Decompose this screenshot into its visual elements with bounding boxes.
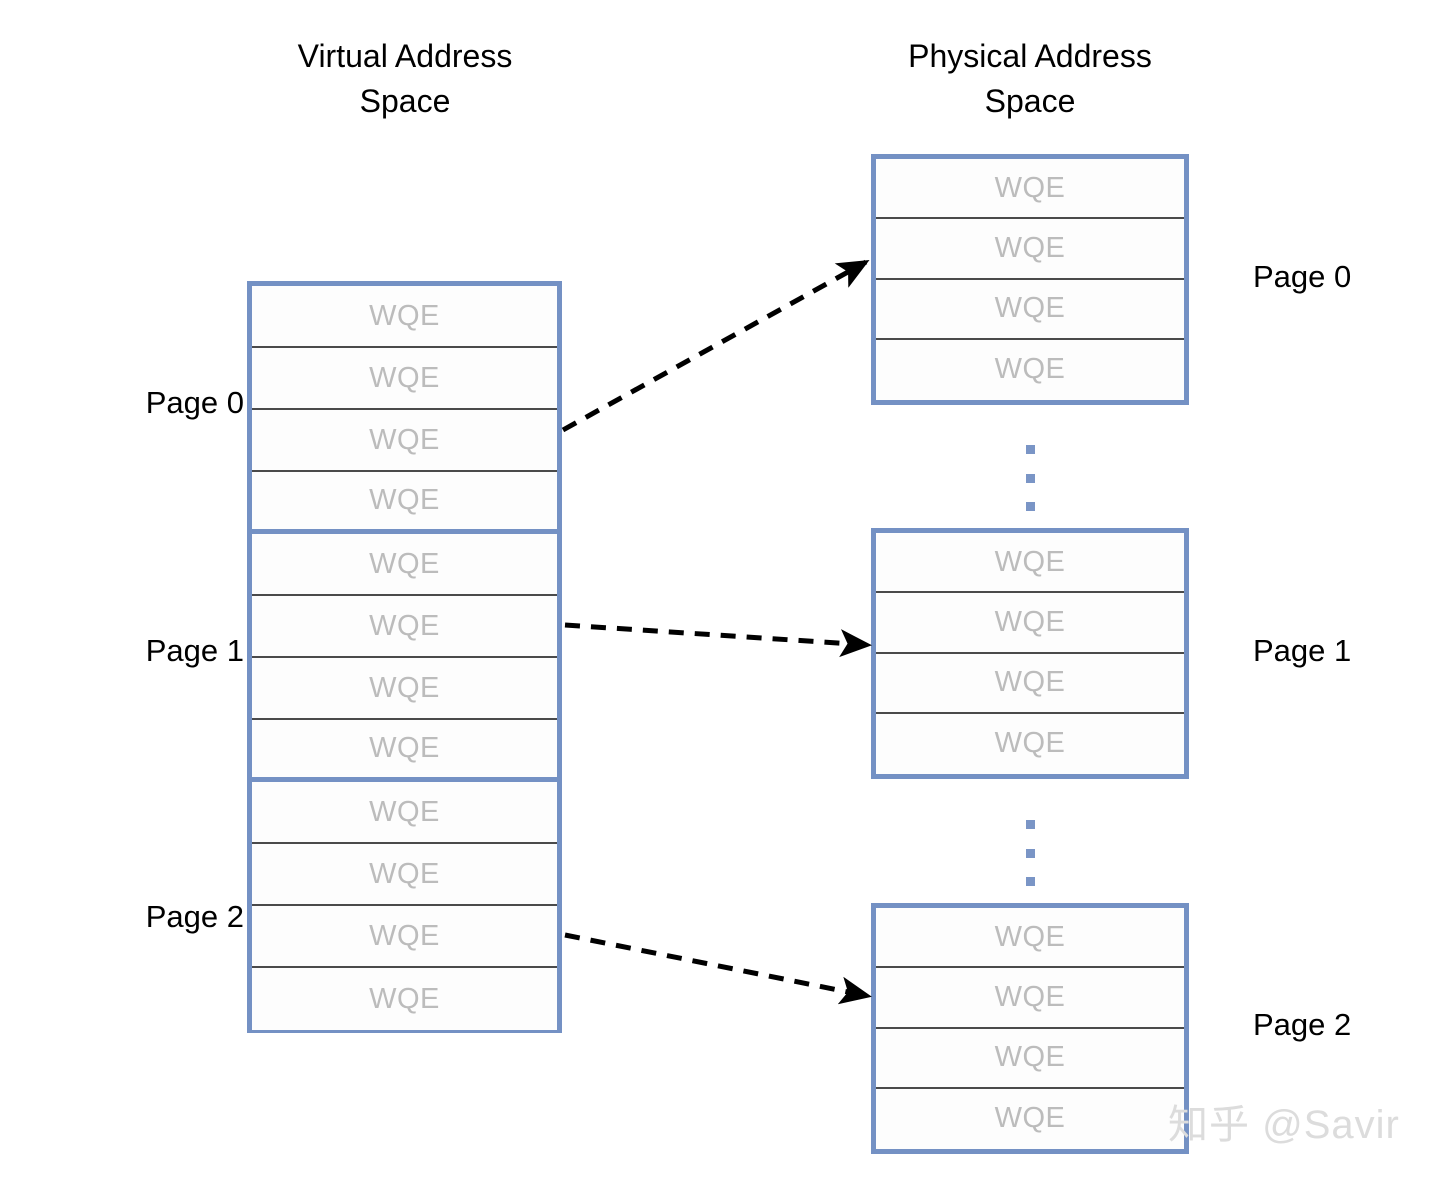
wqe-label: WQE [369, 982, 440, 1015]
virtual-entry-row: WQE [252, 968, 557, 1030]
wqe-label: WQE [369, 299, 440, 332]
ellipsis-dot [1025, 502, 1035, 511]
physical-entry-row: WQE [876, 1028, 1184, 1089]
physical-page-label-1: Page 1 [1253, 633, 1352, 668]
physical-entry-row: WQE [876, 653, 1184, 714]
virtual-entry-row: WQE [252, 410, 557, 472]
physical-page-block-0: WQE WQE WQE WQE [871, 154, 1189, 405]
wqe-label: WQE [994, 171, 1066, 204]
physical-entry-row: WQE [876, 593, 1184, 654]
virtual-entry-row: WQE [252, 286, 557, 348]
physical-page-label-0: Page 0 [1253, 259, 1352, 294]
physical-entry-row: WQE [876, 279, 1184, 340]
wqe-label: WQE [994, 353, 1066, 386]
wqe-label: WQE [994, 1041, 1066, 1074]
virtual-address-space-block: WQE WQE WQE WQE WQE WQE WQE WQE WQE WQE [247, 281, 562, 1033]
wqe-label: WQE [369, 484, 440, 516]
virtual-entry-row: WQE [252, 348, 557, 410]
physical-entry-row: WQE [876, 159, 1184, 220]
physical-page-block-1: WQE WQE WQE WQE [871, 528, 1189, 779]
virtual-entry-row: WQE [252, 534, 557, 596]
wqe-label: WQE [994, 980, 1066, 1013]
wqe-label: WQE [369, 671, 440, 704]
wqe-label: WQE [994, 727, 1066, 760]
virtual-page-label-0: Page 0 [145, 385, 244, 420]
virtual-entry-row: WQE [252, 472, 557, 534]
mapping-arrow-page-0 [561, 259, 870, 433]
wqe-label: WQE [369, 857, 440, 890]
ellipsis-dot [1025, 877, 1035, 886]
watermark: 知乎 @Savir [1168, 1103, 1400, 1147]
wqe-label: WQE [369, 547, 440, 580]
virtual-entry-row: WQE [252, 658, 557, 720]
virtual-entry-row: WQE [252, 720, 557, 782]
virtual-entry-row: WQE [252, 596, 557, 658]
physical-entry-row: WQE [876, 1088, 1184, 1149]
physical-entry-row: WQE [876, 533, 1184, 594]
ellipsis-dot [1025, 820, 1035, 829]
physical-entry-row: WQE [876, 968, 1184, 1029]
mapping-arrow-page-2 [564, 932, 872, 1005]
wqe-label: WQE [994, 231, 1066, 264]
wqe-label: WQE [369, 361, 440, 394]
ellipsis-dot [1025, 848, 1035, 858]
virtual-address-space-title: Virtual Address Space [297, 38, 513, 120]
vertical-ellipsis-icon [1018, 445, 1042, 511]
physical-page-label-2: Page 2 [1253, 1007, 1352, 1042]
vertical-ellipsis-icon [1018, 820, 1042, 886]
wqe-label: WQE [994, 920, 1066, 953]
physical-entry-row: WQE [876, 219, 1184, 280]
wqe-label: WQE [369, 732, 440, 764]
virtual-page-label-2: Page 2 [145, 899, 244, 934]
virtual-page-label-1: Page 1 [145, 633, 244, 668]
wqe-label: WQE [994, 666, 1066, 699]
ellipsis-dot [1025, 473, 1035, 483]
virtual-entry-row: WQE [252, 782, 557, 844]
wqe-label: WQE [994, 545, 1066, 578]
wqe-label: WQE [369, 609, 440, 642]
mapping-arrow-page-1 [564, 622, 872, 658]
wqe-label: WQE [369, 919, 440, 952]
wqe-label: WQE [994, 292, 1066, 325]
virtual-entry-row: WQE [252, 844, 557, 906]
wqe-label: WQE [994, 1102, 1066, 1135]
physical-address-space-title: Physical Address Space [908, 38, 1152, 120]
physical-entry-row: WQE [876, 908, 1184, 969]
physical-entry-row: WQE [876, 339, 1184, 400]
virtual-entry-row: WQE [252, 906, 557, 968]
wqe-label: WQE [369, 795, 440, 828]
physical-page-block-2: WQE WQE WQE WQE [871, 903, 1189, 1154]
wqe-label: WQE [994, 605, 1066, 638]
physical-entry-row: WQE [876, 713, 1184, 774]
wqe-label: WQE [369, 423, 440, 456]
ellipsis-dot [1025, 445, 1035, 454]
